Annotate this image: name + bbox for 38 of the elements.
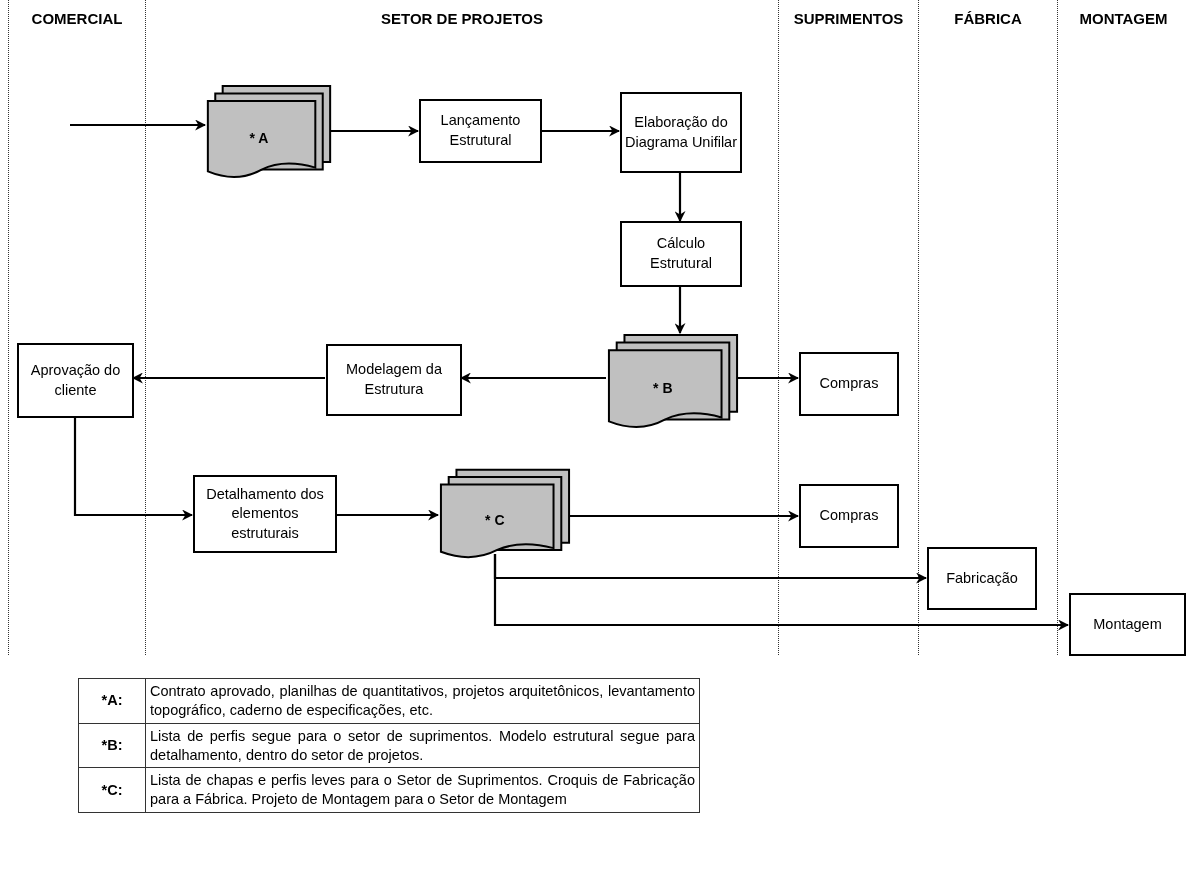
note-text: Lista de chapas e perfis leves para o Setor de Suprimentos. Croquis de Fabricação para a Fábrica. Projeto de Montagem para o Setor de Montagem: [145, 767, 700, 813]
document-stack: [607, 333, 739, 430]
process-box: Compras: [799, 484, 899, 548]
process-box: Elaboração do Diagrama Unifilar: [620, 92, 742, 173]
process-box: Compras: [799, 352, 899, 416]
lane-header: SUPRIMENTOS: [792, 10, 905, 27]
arrow: [331, 125, 420, 137]
process-box: Detalhamento dos elementos estruturais: [193, 475, 337, 553]
document-label: * B: [653, 379, 673, 396]
document-stack: [206, 84, 332, 180]
note-text: Contrato aprovado, planilhas de quantitativos, projetos arquitetônicos, levantamento topográfico, caderno de especificações, etc.: [145, 678, 700, 724]
arrow: [738, 372, 800, 384]
arrow: [570, 510, 800, 522]
lane-header: SETOR DE PROJETOS: [380, 10, 544, 27]
lane-header: MONTAGEM: [1078, 10, 1169, 27]
arrow: [493, 554, 1070, 631]
document-label: * C: [485, 512, 505, 529]
arrow: [73, 418, 194, 521]
arrow: [541, 125, 621, 137]
arrow: [70, 119, 207, 131]
note-text: Lista de perfis segue para o setor de suprimentos. Modelo estrutural segue para detalhamento, dentro do setor de projetos.: [145, 723, 700, 768]
note-key: *A:: [78, 678, 146, 724]
document-stack: [439, 468, 571, 560]
note-key: *B:: [78, 723, 146, 768]
swimlane: [1057, 0, 1189, 655]
arrow: [674, 173, 686, 223]
process-box: Aprovação do cliente: [17, 343, 134, 418]
note-key: *C:: [78, 767, 146, 813]
process-box: Cálculo Estrutural: [620, 221, 742, 287]
process-box: Montagem: [1069, 593, 1186, 656]
process-box: Modelagem da Estrutura: [326, 344, 462, 416]
arrow: [336, 509, 440, 521]
lane-header: FÁBRICA: [953, 10, 1023, 27]
lane-header: COMERCIAL: [30, 10, 124, 27]
arrow: [674, 287, 686, 335]
process-box: Lançamento Estrutural: [419, 99, 542, 163]
process-box: Fabricação: [927, 547, 1037, 610]
document-label: * A: [249, 130, 269, 147]
